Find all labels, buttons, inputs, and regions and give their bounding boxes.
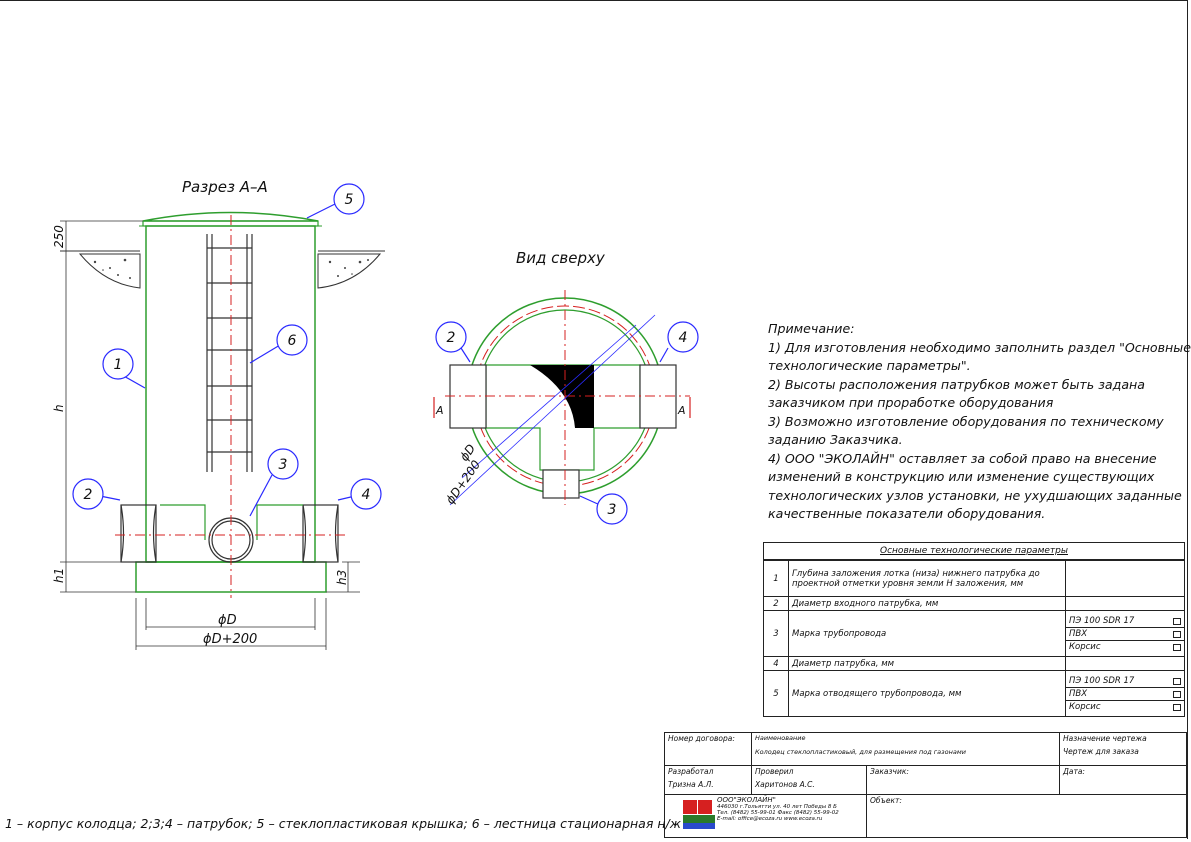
row-options: ПЭ 100 SDR 17 ПВХ Корсис — [1065, 610, 1185, 657]
checkbox[interactable] — [1173, 703, 1181, 711]
section-title: Разрез А–А — [182, 178, 268, 196]
table-row: 4 Диаметр патрубка, мм — [763, 656, 1185, 671]
dim-phiD: ϕD — [218, 613, 237, 628]
object-cell: Объект: — [866, 794, 1187, 838]
callout-2: 2 — [84, 487, 93, 503]
option-row[interactable]: ПЭ 100 SDR 17 — [1066, 615, 1184, 628]
callout-1: 1 — [114, 357, 123, 373]
checkbox[interactable] — [1173, 643, 1181, 651]
checkbox[interactable] — [1173, 617, 1181, 625]
lid — [142, 211, 319, 222]
params-title: Основные технологические параметры — [763, 542, 1185, 560]
row-number: 2 — [763, 596, 789, 611]
callouts-section — [72, 183, 382, 517]
row-text: Глубина заложения лотка (низа) нижнего п… — [788, 560, 1066, 597]
contract-label: Номер договора: — [664, 732, 752, 766]
dim-250: 250 — [52, 225, 66, 248]
row-options: ПЭ 100 SDR 17 ПВХ Корсис — [1065, 670, 1185, 717]
ladder — [206, 234, 253, 472]
top-callout-3: 3 — [608, 502, 617, 518]
table-row: 2 Диаметр входного патрубка, мм — [763, 596, 1185, 611]
date-cell: Дата: — [1059, 765, 1187, 795]
option-row[interactable]: Корсис — [1066, 641, 1184, 653]
table-row: 3 Марка трубопровода ПЭ 100 SDR 17 ПВХ К… — [763, 610, 1185, 657]
option-row[interactable]: Корсис — [1066, 701, 1184, 713]
dim-phiD200: ϕD+200 — [203, 632, 257, 647]
checkbox[interactable] — [1173, 677, 1181, 685]
top-callout-2: 2 — [447, 330, 456, 346]
notes-title: Примечание: — [768, 321, 855, 336]
checkbox[interactable] — [1173, 630, 1181, 638]
developer-cell: Разработал Тризна А.Л. — [664, 765, 752, 795]
row-number: 3 — [763, 610, 789, 657]
row-number: 4 — [763, 656, 789, 671]
note-line: заказчиком при проработке оборудования — [768, 395, 1054, 410]
note-line: заданию Заказчика. — [768, 432, 903, 447]
top-view: Вид сверху А А ϕD ϕD+200 — [433, 249, 699, 525]
note-line: изменений в конструкцию или изменение су… — [768, 469, 1155, 484]
row-text: Марка отводящего трубопровода, мм — [788, 670, 1066, 717]
row-text: Марка трубопровода — [788, 610, 1066, 657]
ground-left — [78, 253, 141, 289]
dim-h1: h1 — [52, 568, 66, 583]
row-text: Диаметр патрубка, мм — [788, 656, 1066, 671]
customer-cell: Заказчик: — [866, 765, 1060, 795]
name-cell: Наименование Колодец стеклопластиковый, … — [751, 732, 1060, 766]
callout-5: 5 — [345, 192, 354, 208]
row-number: 1 — [763, 560, 789, 597]
checkbox[interactable] — [1173, 690, 1181, 698]
option-row[interactable]: ПВХ — [1066, 688, 1184, 701]
note-line: качественные показатели оборудования. — [768, 506, 1046, 521]
notes-block: Примечание: 1) Для изготовления необходи… — [768, 320, 1191, 524]
ground-right — [317, 253, 382, 289]
row-number: 5 — [763, 670, 789, 717]
pipe-inlet-left — [120, 504, 157, 563]
purpose-cell: Назначение чертежа Чертеж для заказа — [1059, 732, 1187, 766]
top-view-title: Вид сверху — [516, 249, 606, 267]
callout-4: 4 — [362, 487, 371, 503]
row-text: Диаметр входного патрубка, мм — [788, 596, 1066, 611]
note-line: 2) Высоты расположения патрубков может б… — [768, 376, 1145, 392]
table-row: 1 Глубина заложения лотка (низа) нижнего… — [763, 560, 1185, 597]
note-line: 4) ООО "ЭКОЛАЙН" оставляет за собой прав… — [768, 450, 1157, 466]
section-mark-left: А — [435, 404, 444, 417]
flow-bend — [530, 365, 594, 428]
option-row[interactable]: ПВХ — [1066, 628, 1184, 641]
note-line: 3) Возможно изготовление оборудования по… — [768, 413, 1164, 429]
section-view: Разрез А–А — [52, 178, 385, 650]
checker-cell: Проверил Харитонов А.С. — [751, 765, 867, 795]
note-line: технологические параметры". — [768, 358, 971, 373]
table-row: 5 Марка отводящего трубопровода, мм ПЭ 1… — [763, 670, 1185, 717]
callout-3: 3 — [279, 457, 288, 473]
section-mark-right: А — [677, 404, 686, 417]
params-table: Основные технологические параметры 1 Глу… — [763, 542, 1185, 732]
dim-h: h — [52, 404, 66, 412]
top-dim-phiD200: ϕD+200 — [443, 457, 483, 506]
dim-h3: h3 — [335, 570, 349, 585]
title-block: Номер договора: Наименование Колодец сте… — [664, 732, 1187, 840]
row-value-cell[interactable] — [1065, 596, 1185, 611]
legend-caption: 1 – корпус колодца; 2;3;4 – патрубок; 5 … — [5, 816, 681, 831]
pipe-outlet-right — [302, 504, 339, 563]
top-callout-4: 4 — [679, 330, 688, 346]
row-value-cell[interactable] — [1065, 560, 1185, 597]
company-cell: ООО"ЭКОЛАЙН" 446030 г.Тольятти ул. 40 ле… — [664, 794, 867, 838]
callout-6: 6 — [288, 333, 297, 349]
note-line: технологических узлов установки, не ухуд… — [768, 487, 1182, 503]
row-value-cell[interactable] — [1065, 656, 1185, 671]
option-row[interactable]: ПЭ 100 SDR 17 — [1066, 675, 1184, 688]
note-line: 1) Для изготовления необходимо заполнить… — [768, 339, 1191, 355]
